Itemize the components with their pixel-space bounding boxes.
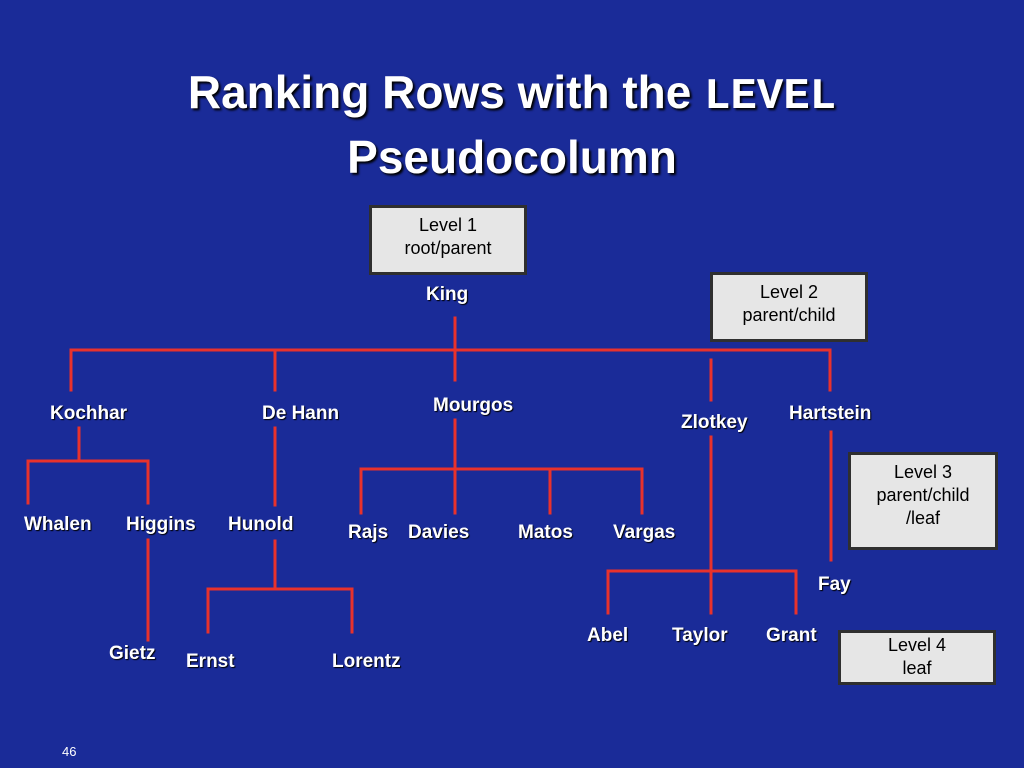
node-whalen: Whalen <box>24 514 92 535</box>
node-zlotkey: Zlotkey <box>681 412 748 433</box>
node-grant: Grant <box>766 625 817 646</box>
node-lorentz: Lorentz <box>332 651 401 672</box>
slide-title: Ranking Rows with the LEVEL Pseudocolumn <box>0 62 1024 187</box>
page-number: 46 <box>62 744 77 759</box>
node-dehann: De Hann <box>262 403 340 424</box>
level-3-desc: parent/child <box>876 485 970 505</box>
level-1-label: Level 1 root/parent <box>369 205 527 275</box>
node-davies: Davies <box>408 522 470 543</box>
node-taylor: Taylor <box>672 625 728 646</box>
node-hunold: Hunold <box>228 514 294 535</box>
title-line-2: Pseudocolumn <box>347 131 677 183</box>
level-4-desc: leaf <box>902 658 932 678</box>
level-1-title: Level 1 <box>418 215 478 235</box>
node-gietz: Gietz <box>109 643 156 664</box>
node-vargas: Vargas <box>613 522 676 543</box>
node-king: King <box>426 284 469 305</box>
node-fay: Fay <box>818 574 851 595</box>
level-3-desc-cont: /leaf <box>905 508 941 528</box>
node-higgins: Higgins <box>126 514 196 535</box>
level-1-desc: root/parent <box>404 238 492 258</box>
title-line-1: Ranking Rows with the LEVEL <box>0 62 1024 127</box>
level-2-desc: parent/child <box>742 305 836 325</box>
title-text: Ranking Rows with the <box>187 66 705 118</box>
node-kochhar: Kochhar <box>50 403 128 424</box>
title-code-keyword: LEVEL <box>704 72 837 122</box>
node-abel: Abel <box>587 625 629 646</box>
node-rajs: Rajs <box>348 522 389 543</box>
node-mourgos: Mourgos <box>433 395 514 416</box>
node-ernst: Ernst <box>186 651 235 672</box>
level-2-title: Level 2 <box>759 282 819 302</box>
level-3-title: Level 3 <box>893 462 953 482</box>
node-matos: Matos <box>518 522 573 543</box>
level-4-label: Level 4 leaf <box>838 630 996 685</box>
node-hartstein: Hartstein <box>789 403 872 424</box>
level-4-title: Level 4 <box>887 635 947 655</box>
level-2-label: Level 2 parent/child <box>710 272 868 342</box>
level-3-label: Level 3 parent/child /leaf <box>848 452 998 550</box>
